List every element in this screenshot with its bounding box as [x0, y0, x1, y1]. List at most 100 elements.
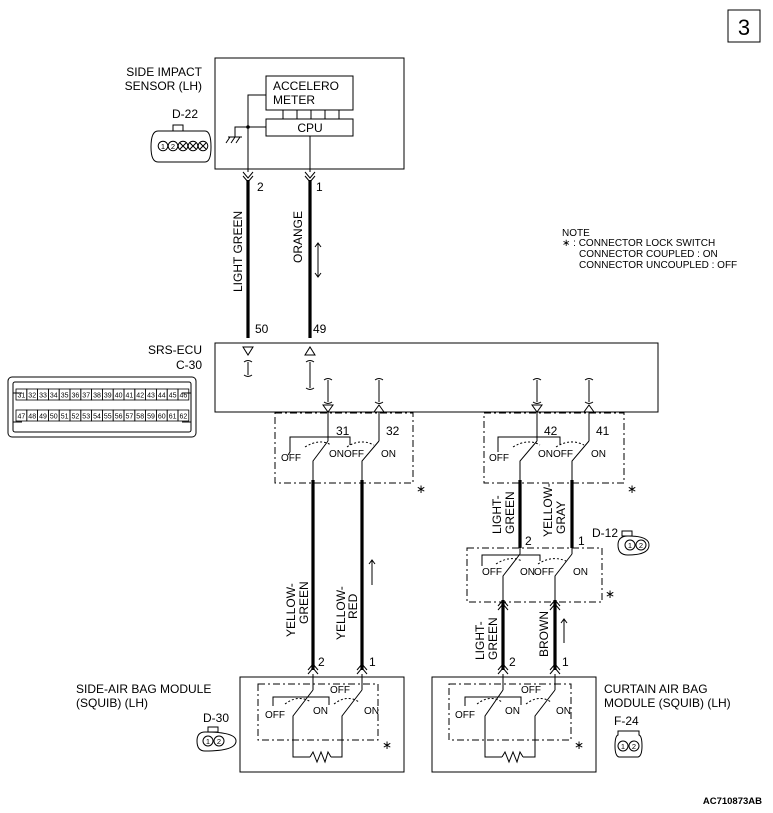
c30-pin-number: 35 — [61, 393, 69, 400]
c30-pin-number: 47 — [18, 414, 26, 421]
d22-pin-2: 2 — [171, 142, 175, 151]
side-airbag-pin-2: 2 — [318, 655, 325, 669]
ecu-lock-switch-right: 42 41 OFF ON OFF ON ∗ — [483, 412, 637, 496]
wire-light-green-4: GREEN — [486, 617, 500, 660]
wire-light-green-1: LIGHT- — [490, 495, 504, 534]
c30-pin-number: 34 — [50, 393, 58, 400]
d22-pin-1: 1 — [161, 142, 165, 151]
sensor-pin-left: 2 — [257, 180, 264, 194]
srs-ecu: SRS-ECU C-30 — [148, 342, 659, 413]
side-airbag-pin-1: 1 — [369, 655, 376, 669]
ecu-title: SRS-ECU — [148, 343, 202, 357]
sw-on: ON — [538, 449, 553, 460]
figure-code: AC710873AB — [703, 796, 762, 807]
wire-light-green: LIGHT GREEN — [231, 211, 245, 292]
ecu-box — [214, 342, 659, 413]
connector-d12: D-12 1 2 — [592, 526, 650, 556]
star: ∗ — [382, 738, 392, 752]
connector-d30: D-30 1 2 — [196, 711, 237, 752]
star: ∗ — [416, 482, 426, 496]
c30-pin-number: 60 — [158, 414, 166, 421]
star: ∗ — [605, 587, 615, 601]
c30-pin-number: 31 — [18, 393, 26, 400]
curtain-pin-1: 1 — [562, 655, 569, 669]
wire-brown: BROWN — [537, 611, 551, 657]
note-line3: CONNECTOR UNCOUPLED : OFF — [579, 260, 737, 271]
wire-yellow-red-1: YELLOW- — [334, 586, 348, 640]
left-ecu-pin-32: 32 — [386, 424, 400, 438]
c30-pin-number: 58 — [136, 414, 144, 421]
sw-off: OFF — [281, 453, 301, 464]
c30-pin-number: 36 — [72, 393, 80, 400]
d22-label: D-22 — [172, 107, 198, 121]
d12-label: D-12 — [592, 526, 618, 540]
star: ∗ — [574, 738, 584, 752]
sw-on: ON — [591, 449, 606, 460]
note-title: NOTE — [562, 228, 590, 239]
c30-pin-cell — [177, 409, 190, 422]
c30-pin-cell — [177, 388, 190, 401]
sw-off: OFF — [534, 567, 554, 578]
d12-conn-pin-1: 1 — [628, 541, 632, 550]
c30-pin-number: 39 — [104, 393, 112, 400]
right-lower-wires: LIGHT- GREEN BROWN 2 1 — [473, 599, 569, 675]
sw-off: OFF — [482, 567, 502, 578]
right-ecu-pin-42: 42 — [544, 424, 558, 438]
c30-pin-number: 51 — [61, 414, 69, 421]
connector-d22: D-22 1 2 — [150, 107, 212, 163]
sw-on: ON — [556, 706, 571, 717]
wire-yellow-red-2: RED — [346, 593, 360, 619]
sw-off: OFF — [489, 453, 509, 464]
sw-off: OFF — [521, 685, 541, 696]
right-mid-wires: LIGHT- GREEN YELLOW- GRAY 2 1 — [490, 480, 585, 548]
right-ecu-pin-41: 41 — [596, 424, 610, 438]
curtain-airbag-module: CURTAIN AIR BAG MODULE (SQUIB) (LH) OFF … — [431, 674, 731, 773]
cpu-label: CPU — [297, 121, 322, 135]
side-airbag-title-1: SIDE-AIR BAG MODULE — [76, 682, 211, 696]
c30-pin-number: 55 — [104, 414, 112, 421]
c30-pin-number: 40 — [115, 393, 123, 400]
note: NOTE ∗ : CONNECTOR LOCK SWITCH CONNECTOR… — [562, 228, 737, 271]
c30-pin-number: 54 — [93, 414, 101, 421]
note-line2: CONNECTOR COUPLED : ON — [579, 249, 718, 260]
sw-on: ON — [381, 449, 396, 460]
c30-pin-number: 41 — [126, 393, 134, 400]
c30-pin-number: 52 — [72, 414, 80, 421]
star: ∗ — [627, 482, 637, 496]
wire-yellow-gray-2: GRAY — [554, 501, 568, 534]
c30-pin-number: 38 — [93, 393, 101, 400]
sw-off: OFF — [455, 710, 475, 721]
c30-pin-number: 48 — [28, 414, 36, 421]
d12-conn-pin-2: 2 — [639, 541, 643, 550]
side-impact-sensor: SIDE IMPACT SENSOR (LH) ACCELERO METER C… — [125, 57, 405, 194]
wire-yellow-green-2: GREEN — [297, 581, 311, 624]
c30-pin-number: 49 — [39, 414, 47, 421]
sw-off: OFF — [265, 710, 285, 721]
d12-pin-2: 2 — [525, 534, 532, 548]
sw-off: OFF — [330, 685, 350, 696]
c30-pin-number: 32 — [28, 393, 36, 400]
c30-pin-number: 45 — [169, 393, 177, 400]
c30-pin-number: 43 — [147, 393, 155, 400]
c30-pin-number: 42 — [136, 393, 144, 400]
ecu-connector-label: C-30 — [176, 358, 202, 372]
c30-pin-number: 46 — [180, 393, 188, 400]
side-airbag-module: SIDE-AIR BAG MODULE (SQUIB) (LH) OFF ON … — [76, 674, 405, 773]
upper-wires: LIGHT GREEN ORANGE 50 49 — [231, 180, 327, 338]
ecu-lock-switch-left: 31 32 OFF ON OFF ON ∗ — [274, 412, 426, 496]
c30-pin-number: 50 — [50, 414, 58, 421]
f24-pin-1: 1 — [621, 742, 625, 751]
curtain-pin-2: 2 — [509, 655, 516, 669]
sw-on: ON — [505, 706, 520, 717]
page-number-box: 3 — [727, 9, 761, 43]
sensor-title-line2: SENSOR (LH) — [125, 79, 202, 93]
sw-on: ON — [329, 449, 344, 460]
ecu-pin-50: 50 — [255, 322, 269, 336]
wire-orange: ORANGE — [291, 211, 305, 263]
page-number: 3 — [738, 15, 750, 40]
left-ecu-pin-31: 31 — [336, 424, 350, 438]
wire-light-green-3: LIGHT- — [473, 621, 487, 660]
c30-pin-number: 59 — [147, 414, 155, 421]
curtain-title-2: MODULE (SQUIB) (LH) — [604, 696, 731, 710]
sw-on: ON — [313, 706, 328, 717]
